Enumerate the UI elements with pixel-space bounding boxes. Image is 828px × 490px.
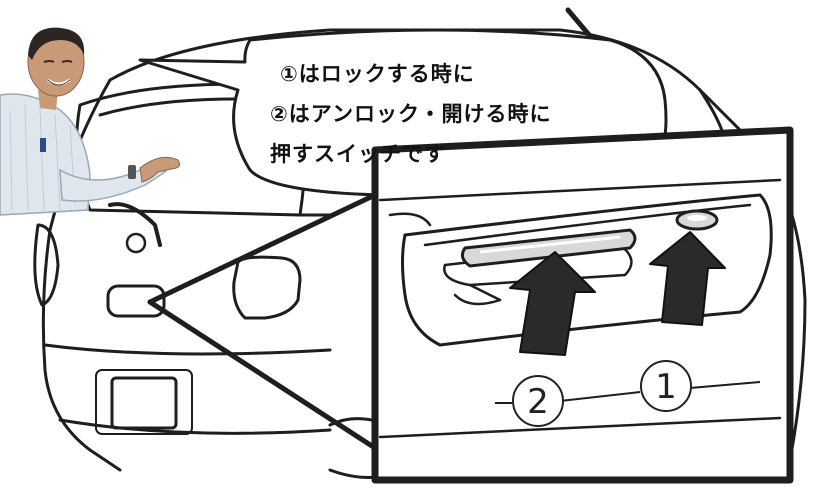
bubble-line-switch: 押すスイッチです xyxy=(270,142,446,166)
callout-number-2: 2 xyxy=(512,375,564,427)
unlock-arrow xyxy=(509,251,596,356)
unlock-switch xyxy=(460,228,637,268)
callout-number-1: 1 xyxy=(640,360,692,412)
zoom-detail-panel xyxy=(371,126,794,484)
lock-switch xyxy=(675,209,719,231)
bubble-line-lock: ①はロックする時に xyxy=(280,62,475,86)
bubble-line-unlock: ②はアンロック・開ける時に xyxy=(270,102,552,126)
lock-arrow xyxy=(649,231,726,326)
presenter-person xyxy=(0,27,181,216)
zoom-callout-lines xyxy=(147,192,378,451)
